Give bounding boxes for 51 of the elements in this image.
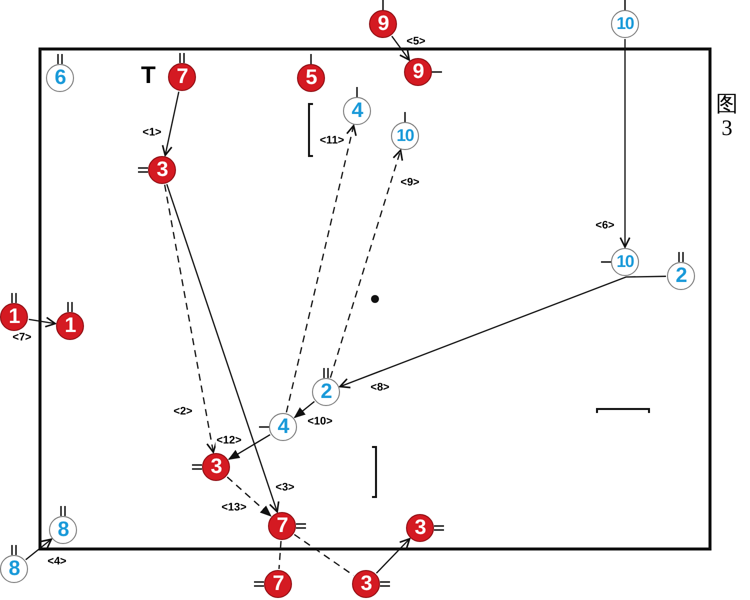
edge-label: <1>	[142, 128, 162, 138]
coach-label: T	[141, 64, 156, 88]
player-circle: 8	[49, 516, 77, 544]
player-circle: 3	[352, 570, 380, 598]
edge-label: <12>	[215, 436, 243, 446]
figure-caption: 图3	[716, 92, 738, 140]
player-circle: 1	[56, 312, 84, 340]
player-circle: 3	[148, 156, 176, 184]
player-circle: 4	[269, 413, 297, 441]
player-circle: 9	[369, 10, 397, 38]
edge-label: <8>	[370, 382, 390, 394]
edge-label: <2>	[172, 406, 194, 418]
arrow	[339, 276, 666, 388]
edge-label: <9>	[400, 178, 420, 188]
player-circle: 2	[667, 262, 695, 290]
edge-label: <3>	[274, 482, 296, 494]
player-circle: 10	[611, 248, 639, 276]
player-circle: 3	[202, 453, 230, 481]
arrow	[391, 36, 410, 61]
player-circle: 5	[297, 64, 325, 92]
player-circle: 1	[0, 303, 28, 331]
arrow	[330, 149, 404, 378]
arrow	[166, 184, 280, 513]
edge-label: <4>	[46, 556, 68, 568]
player-circle: 2	[312, 378, 340, 406]
arrow	[620, 39, 630, 248]
edge-label: <10>	[306, 416, 334, 428]
arrow	[162, 92, 180, 156]
player-circle: 9	[404, 58, 432, 86]
player-circle: 7	[168, 63, 196, 91]
edge-label: <7>	[12, 332, 32, 344]
arrow	[376, 538, 410, 574]
player-circle: 7	[264, 570, 292, 598]
arrow	[226, 476, 272, 517]
player-circle: 4	[343, 97, 371, 125]
arrow	[286, 124, 357, 413]
arrow	[28, 316, 56, 328]
player-circle: 7	[268, 512, 296, 540]
arrow	[25, 538, 52, 560]
edge-label: <11>	[318, 136, 346, 146]
arrow	[294, 401, 315, 418]
player-circle: 8	[0, 555, 28, 583]
edge-label: <5>	[406, 36, 426, 48]
edge-label: <13>	[220, 502, 248, 514]
player-circle: 3	[406, 514, 434, 542]
edge-label: <6>	[594, 220, 616, 232]
player-circle: 6	[46, 64, 74, 92]
arrow	[164, 184, 218, 454]
player-circle: 10	[391, 122, 419, 150]
player-circle: 10	[611, 10, 639, 38]
arrow	[228, 434, 270, 460]
